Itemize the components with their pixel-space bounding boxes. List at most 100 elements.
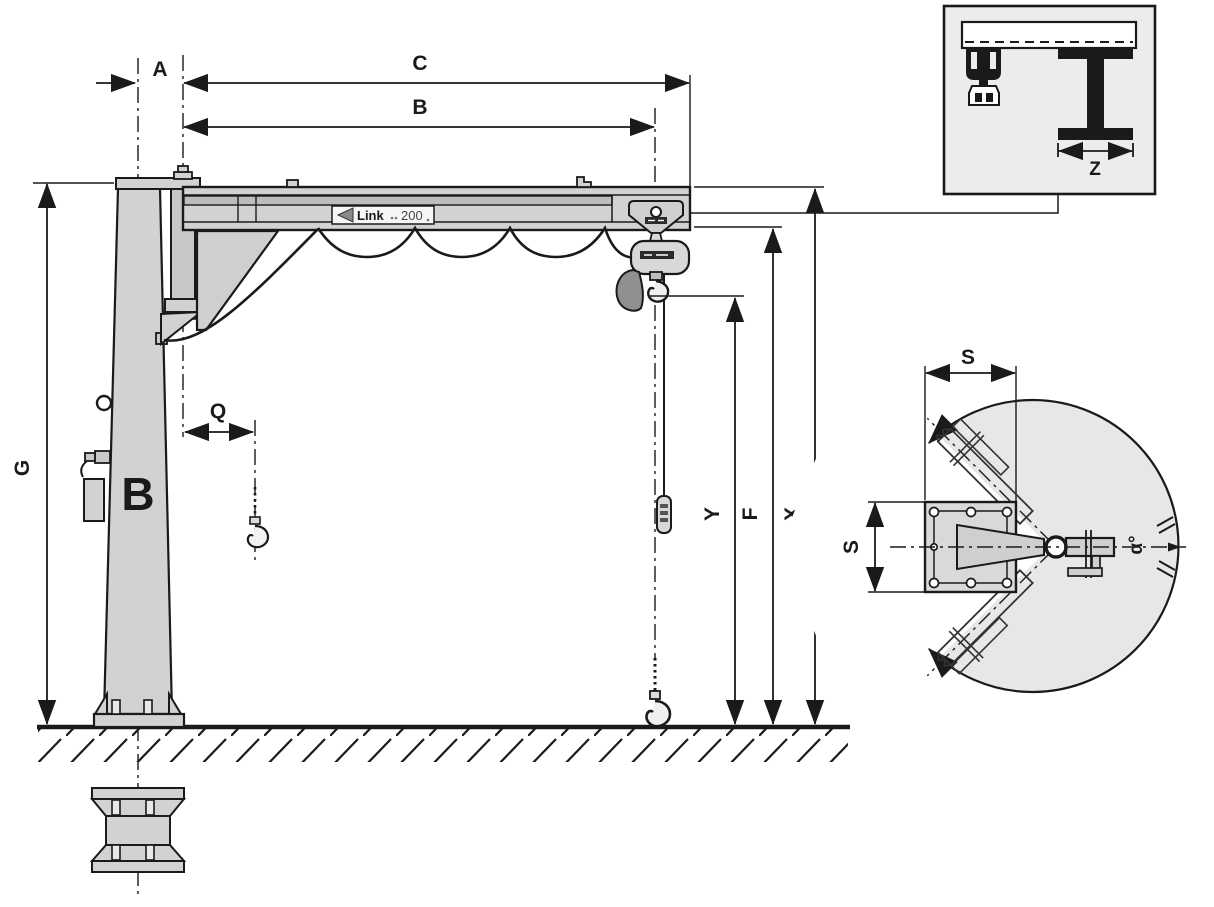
pendant-button-2 bbox=[660, 511, 668, 515]
foundation-bottom-plate bbox=[91, 860, 185, 873]
dimension-lines bbox=[33, 73, 1059, 726]
inner-hook-position bbox=[246, 487, 270, 549]
column-logo: B bbox=[121, 468, 154, 520]
base-foundation-detail bbox=[89, 787, 187, 873]
lower-bearing-flange bbox=[164, 298, 202, 313]
label-y: Y bbox=[701, 507, 724, 521]
phantom-arm-axis-2 bbox=[926, 550, 1053, 677]
chain-bag bbox=[615, 268, 644, 312]
beam-rail bbox=[183, 195, 613, 206]
pivot-bolt bbox=[173, 171, 193, 180]
phantom-arm-pin-2a bbox=[952, 627, 984, 659]
base-tab-left bbox=[111, 699, 121, 715]
jib-beam: Link 200 bbox=[181, 176, 692, 232]
bolt-hole-bm bbox=[965, 577, 977, 589]
ibeam-bottom-flange bbox=[1058, 128, 1133, 140]
base-gusset-left bbox=[93, 690, 108, 715]
detail-leader-line bbox=[690, 195, 1059, 214]
junction-box bbox=[83, 478, 105, 522]
label-alpha: α° bbox=[1126, 535, 1147, 554]
beam-body bbox=[181, 185, 692, 232]
label-b: B bbox=[412, 96, 427, 119]
ground-hook-icon bbox=[645, 699, 672, 728]
phantom-arm-pin-1b bbox=[949, 431, 981, 463]
beam-name-plate: Link 200 bbox=[331, 205, 435, 225]
power-plug bbox=[94, 450, 111, 464]
ground-hatching bbox=[38, 729, 848, 762]
ground bbox=[37, 724, 850, 762]
equal-mark-bottom-2 bbox=[1158, 560, 1176, 571]
column: B bbox=[80, 165, 201, 729]
slewing-plan-view: S S bbox=[780, 346, 1186, 739]
foundation-top-plate bbox=[91, 787, 185, 800]
bolt-hole-br bbox=[1001, 577, 1013, 589]
plug-pigtail-cable bbox=[80, 460, 88, 478]
trolley-stop-left bbox=[286, 179, 299, 188]
dead-zone-wedge bbox=[780, 355, 1050, 739]
pivot-support-gusset bbox=[160, 310, 205, 347]
bolt-hole-tr bbox=[1001, 506, 1013, 518]
lowered-hook bbox=[645, 658, 672, 728]
bolt-hole-bl bbox=[928, 577, 940, 589]
label-q: Q bbox=[210, 400, 226, 423]
hook-swivel bbox=[649, 690, 661, 700]
hoist-suspension-lug bbox=[648, 232, 664, 242]
name-plate bbox=[331, 205, 435, 225]
label-z: Z bbox=[1089, 159, 1101, 180]
plate-dot-3 bbox=[426, 218, 430, 222]
bolt-hole-tm bbox=[965, 506, 977, 518]
phantom-arm-break-2 bbox=[937, 652, 951, 667]
link-logo-icon bbox=[336, 207, 354, 223]
trolley-hole bbox=[650, 206, 662, 218]
label-s-top: S bbox=[961, 346, 975, 369]
slewing-arc-arrow bbox=[928, 398, 1180, 694]
label-a: A bbox=[152, 58, 167, 81]
foundation-shaft bbox=[105, 815, 171, 846]
base-gusset-right bbox=[168, 690, 183, 715]
label-c: C bbox=[412, 52, 427, 75]
pendant-control bbox=[656, 495, 672, 534]
inset-ibeam-section bbox=[1058, 48, 1133, 140]
foundation-stiffener-tabs bbox=[111, 799, 155, 861]
inset-trolley-wheel-slot-1 bbox=[971, 52, 977, 69]
festoon-feeder-cable bbox=[163, 228, 319, 342]
q-hook-swivel bbox=[249, 516, 261, 525]
inset-beam-side bbox=[960, 20, 1138, 50]
plan-end-bracket-foot bbox=[1067, 567, 1103, 577]
inset-trolley-clevis bbox=[968, 85, 1000, 106]
phantom-arm-pin-2b bbox=[948, 630, 981, 663]
inset-clevis-pin-2 bbox=[986, 93, 993, 102]
equal-mark-bottom-1 bbox=[1156, 567, 1174, 578]
foundation-upper-gusset bbox=[89, 798, 187, 817]
phantom-arm-upper bbox=[926, 417, 1053, 544]
upper-hook-swivel bbox=[649, 271, 663, 281]
plate-dot-2 bbox=[394, 216, 398, 220]
bolt-hole-tl bbox=[928, 506, 940, 518]
lifting-eye-icon bbox=[95, 394, 113, 412]
festoon-scallops bbox=[316, 224, 649, 259]
phantom-arm-lower bbox=[926, 550, 1053, 677]
column-body bbox=[102, 186, 174, 716]
inset-trolley-wheel-slot-2 bbox=[990, 52, 996, 69]
inset-clevis-pin-1 bbox=[975, 93, 982, 102]
ibeam-top-flange bbox=[1058, 48, 1133, 59]
alpha-arrow-icon bbox=[1168, 542, 1181, 552]
trolley-stop-right bbox=[576, 176, 592, 188]
q-hook-icon bbox=[246, 524, 270, 549]
alpha-equal-marks bbox=[1156, 516, 1176, 578]
label-s-side: S bbox=[840, 540, 863, 554]
pendant-button-3 bbox=[660, 518, 668, 522]
equal-mark-top-2 bbox=[1158, 523, 1176, 534]
phantom-arm-axis-1 bbox=[926, 417, 1053, 544]
beam-model-text: 200 bbox=[401, 208, 423, 223]
equal-mark-top-1 bbox=[1156, 516, 1174, 527]
label-f: F bbox=[739, 507, 762, 520]
plate-dot-1 bbox=[390, 216, 394, 220]
phantom-arm-break-1 bbox=[936, 428, 951, 442]
phantom-arm-bracket-2 bbox=[950, 616, 1009, 675]
phantom-arm-pin-1a bbox=[952, 434, 985, 467]
phantom-arm-bracket-1 bbox=[951, 417, 1010, 477]
festoon-cable bbox=[163, 224, 665, 496]
